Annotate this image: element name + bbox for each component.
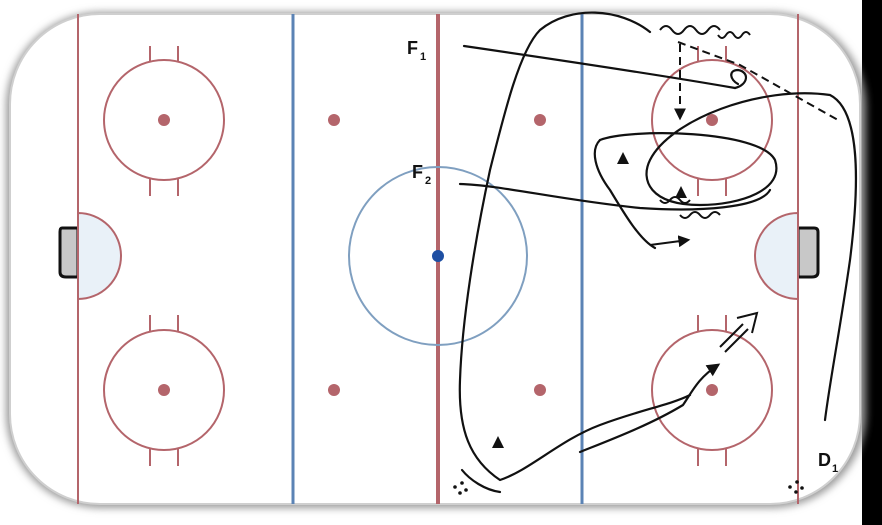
player-d1: D 1 xyxy=(818,450,838,475)
skating-path-from-pile xyxy=(460,468,502,494)
neutral-dot-right-top xyxy=(534,114,546,126)
left-slot-loop xyxy=(593,138,657,250)
left-goal xyxy=(58,211,122,301)
svg-text:1: 1 xyxy=(832,463,838,475)
drill-paths xyxy=(458,11,858,494)
right-net-icon xyxy=(796,226,820,279)
cone-icon xyxy=(492,436,504,448)
skating-path-loop xyxy=(458,11,692,482)
f1-pivot xyxy=(730,68,747,90)
background-strip xyxy=(862,0,882,525)
player-f1: F 1 xyxy=(407,38,426,63)
f2-skate-line xyxy=(458,182,772,211)
player-f2: F 2 xyxy=(412,162,431,187)
pass-lines-dashed xyxy=(674,41,839,121)
cones xyxy=(492,152,687,448)
right-crease xyxy=(754,211,799,301)
svg-text:F: F xyxy=(412,162,423,182)
neutral-dot-left-top xyxy=(328,114,340,126)
slot-loop xyxy=(598,92,858,422)
svg-text:D: D xyxy=(818,450,831,470)
center-circle xyxy=(348,166,528,346)
left-net-icon xyxy=(58,226,80,279)
dashed-pass-top xyxy=(677,41,839,121)
neutral-dot-right-bottom xyxy=(534,384,546,396)
right-goal xyxy=(754,211,820,301)
puck-carry-wavy-top xyxy=(659,25,751,39)
svg-text:2: 2 xyxy=(425,175,431,187)
return-arrow xyxy=(649,235,691,248)
puck-pile-right xyxy=(788,480,804,494)
shot-arrow-icon xyxy=(719,311,759,353)
neutral-dot-left-bottom xyxy=(328,384,340,396)
faceoff-circle-left-bottom xyxy=(103,315,225,466)
left-crease xyxy=(77,211,122,301)
f1-pass-line xyxy=(462,44,737,90)
faceoff-circle-right-bottom xyxy=(651,315,773,466)
puck-carry-wavy-bottom xyxy=(659,196,721,219)
faceoff-circle-left-top xyxy=(103,46,225,196)
puck-pile-center xyxy=(453,481,468,495)
faceoff-circle-right-top xyxy=(651,46,773,196)
svg-text:1: 1 xyxy=(420,51,426,63)
shot-approach-path xyxy=(578,363,721,454)
cone-icon xyxy=(617,152,629,164)
svg-text:F: F xyxy=(407,38,418,58)
cone-icon xyxy=(675,186,687,198)
center-faceoff-dot xyxy=(432,250,444,262)
